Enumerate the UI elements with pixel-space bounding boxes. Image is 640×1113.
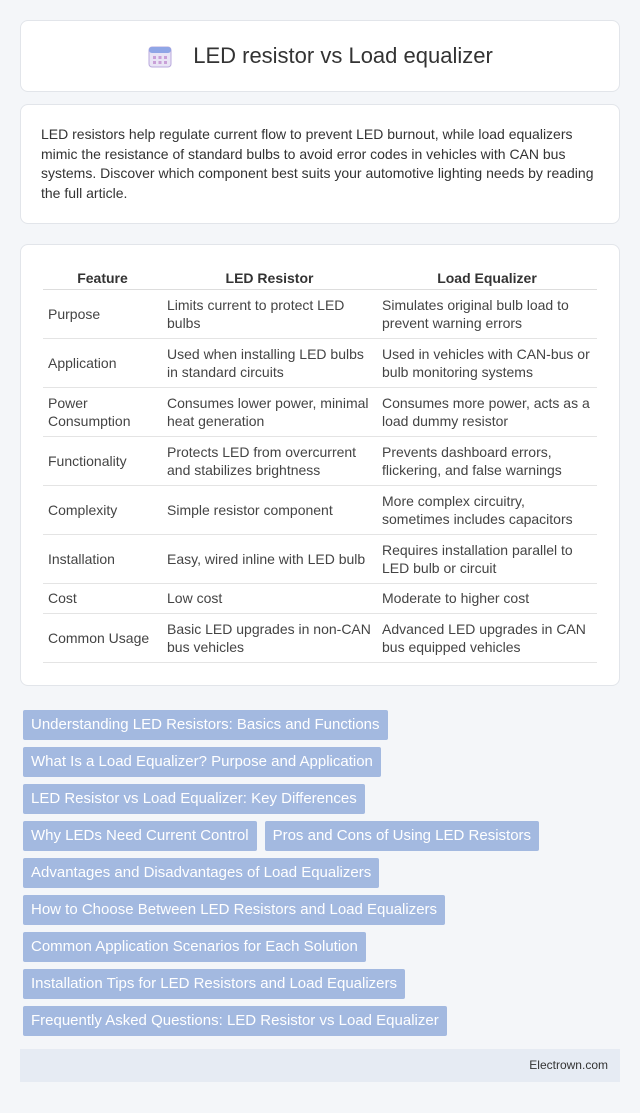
column-header-led-resistor: LED Resistor: [162, 265, 377, 290]
topic-link[interactable]: Common Application Scenarios for Each So…: [23, 932, 366, 962]
table-cell: Cost: [43, 583, 162, 614]
topic-link[interactable]: Why LEDs Need Current Control: [23, 821, 257, 851]
intro-card: LED resistors help regulate current flow…: [20, 104, 620, 224]
intro-text: LED resistors help regulate current flow…: [41, 126, 594, 201]
topic-link[interactable]: LED Resistor vs Load Equalizer: Key Diff…: [23, 784, 365, 814]
column-header-load-equalizer: Load Equalizer: [377, 265, 597, 290]
footer: Electrown.com: [20, 1049, 620, 1082]
table-row: Purpose Limits current to protect LED bu…: [43, 289, 597, 339]
topic-link[interactable]: Frequently Asked Questions: LED Resistor…: [23, 1006, 447, 1036]
table-cell: Requires installation parallel to LED bu…: [377, 534, 597, 584]
table-cell: Consumes lower power, minimal heat gener…: [162, 387, 377, 437]
table-cell: Basic LED upgrades in non-CAN bus vehicl…: [162, 613, 377, 663]
table-cell: Power Consumption: [43, 387, 162, 437]
table-cell: Advanced LED upgrades in CAN bus equippe…: [377, 613, 597, 663]
table-cell: Moderate to higher cost: [377, 583, 597, 614]
table-cell: More complex circuitry, sometimes includ…: [377, 485, 597, 535]
table-cell: Consumes more power, acts as a load dumm…: [377, 387, 597, 437]
topic-link[interactable]: Pros and Cons of Using LED Resistors: [264, 821, 540, 851]
table-cell: Purpose: [43, 289, 162, 339]
comparison-table: Feature LED Resistor Load Equalizer Purp…: [43, 265, 597, 663]
calendar-icon: [148, 46, 172, 68]
comparison-card: Feature LED Resistor Load Equalizer Purp…: [20, 244, 620, 686]
topic-link[interactable]: Advantages and Disadvantages of Load Equ…: [23, 858, 380, 888]
topic-link[interactable]: What Is a Load Equalizer? Purpose and Ap…: [23, 747, 381, 777]
table-cell: Easy, wired inline with LED bulb: [162, 534, 377, 584]
topic-link[interactable]: Understanding LED Resistors: Basics and …: [23, 710, 388, 740]
topic-link[interactable]: Installation Tips for LED Resistors and …: [23, 969, 406, 999]
table-cell: Used when installing LED bulbs in standa…: [162, 338, 377, 388]
table-header-row: Feature LED Resistor Load Equalizer: [43, 265, 597, 290]
table-cell: Functionality: [43, 436, 162, 486]
table-cell: Low cost: [162, 583, 377, 614]
page-header: LED resistor vs Load equalizer: [20, 20, 620, 92]
table-row: Application Used when installing LED bul…: [43, 338, 597, 388]
column-header-feature: Feature: [43, 265, 162, 290]
table-cell: Prevents dashboard errors, flickering, a…: [377, 436, 597, 486]
table-cell: Simple resistor component: [162, 485, 377, 535]
topic-links: Understanding LED Resistors: Basics and …: [23, 710, 623, 1043]
table-row: Cost Low cost Moderate to higher cost: [43, 583, 597, 614]
table-cell: Application: [43, 338, 162, 388]
topic-link[interactable]: How to Choose Between LED Resistors and …: [23, 895, 446, 925]
table-cell: Used in vehicles with CAN-bus or bulb mo…: [377, 338, 597, 388]
table-row: Installation Easy, wired inline with LED…: [43, 534, 597, 584]
table-row: Common Usage Basic LED upgrades in non-C…: [43, 613, 597, 663]
table-cell: Limits current to protect LED bulbs: [162, 289, 377, 339]
table-cell: Complexity: [43, 485, 162, 535]
table-cell: Common Usage: [43, 613, 162, 663]
table-row: Complexity Simple resistor component Mor…: [43, 485, 597, 535]
table-cell: Protects LED from overcurrent and stabil…: [162, 436, 377, 486]
footer-site-name[interactable]: Electrown.com: [529, 1058, 608, 1072]
table-row: Power Consumption Consumes lower power, …: [43, 387, 597, 437]
table-cell: Installation: [43, 534, 162, 584]
table-row: Functionality Protects LED from overcurr…: [43, 436, 597, 486]
page-title: LED resistor vs Load equalizer: [193, 43, 493, 68]
table-cell: Simulates original bulb load to prevent …: [377, 289, 597, 339]
